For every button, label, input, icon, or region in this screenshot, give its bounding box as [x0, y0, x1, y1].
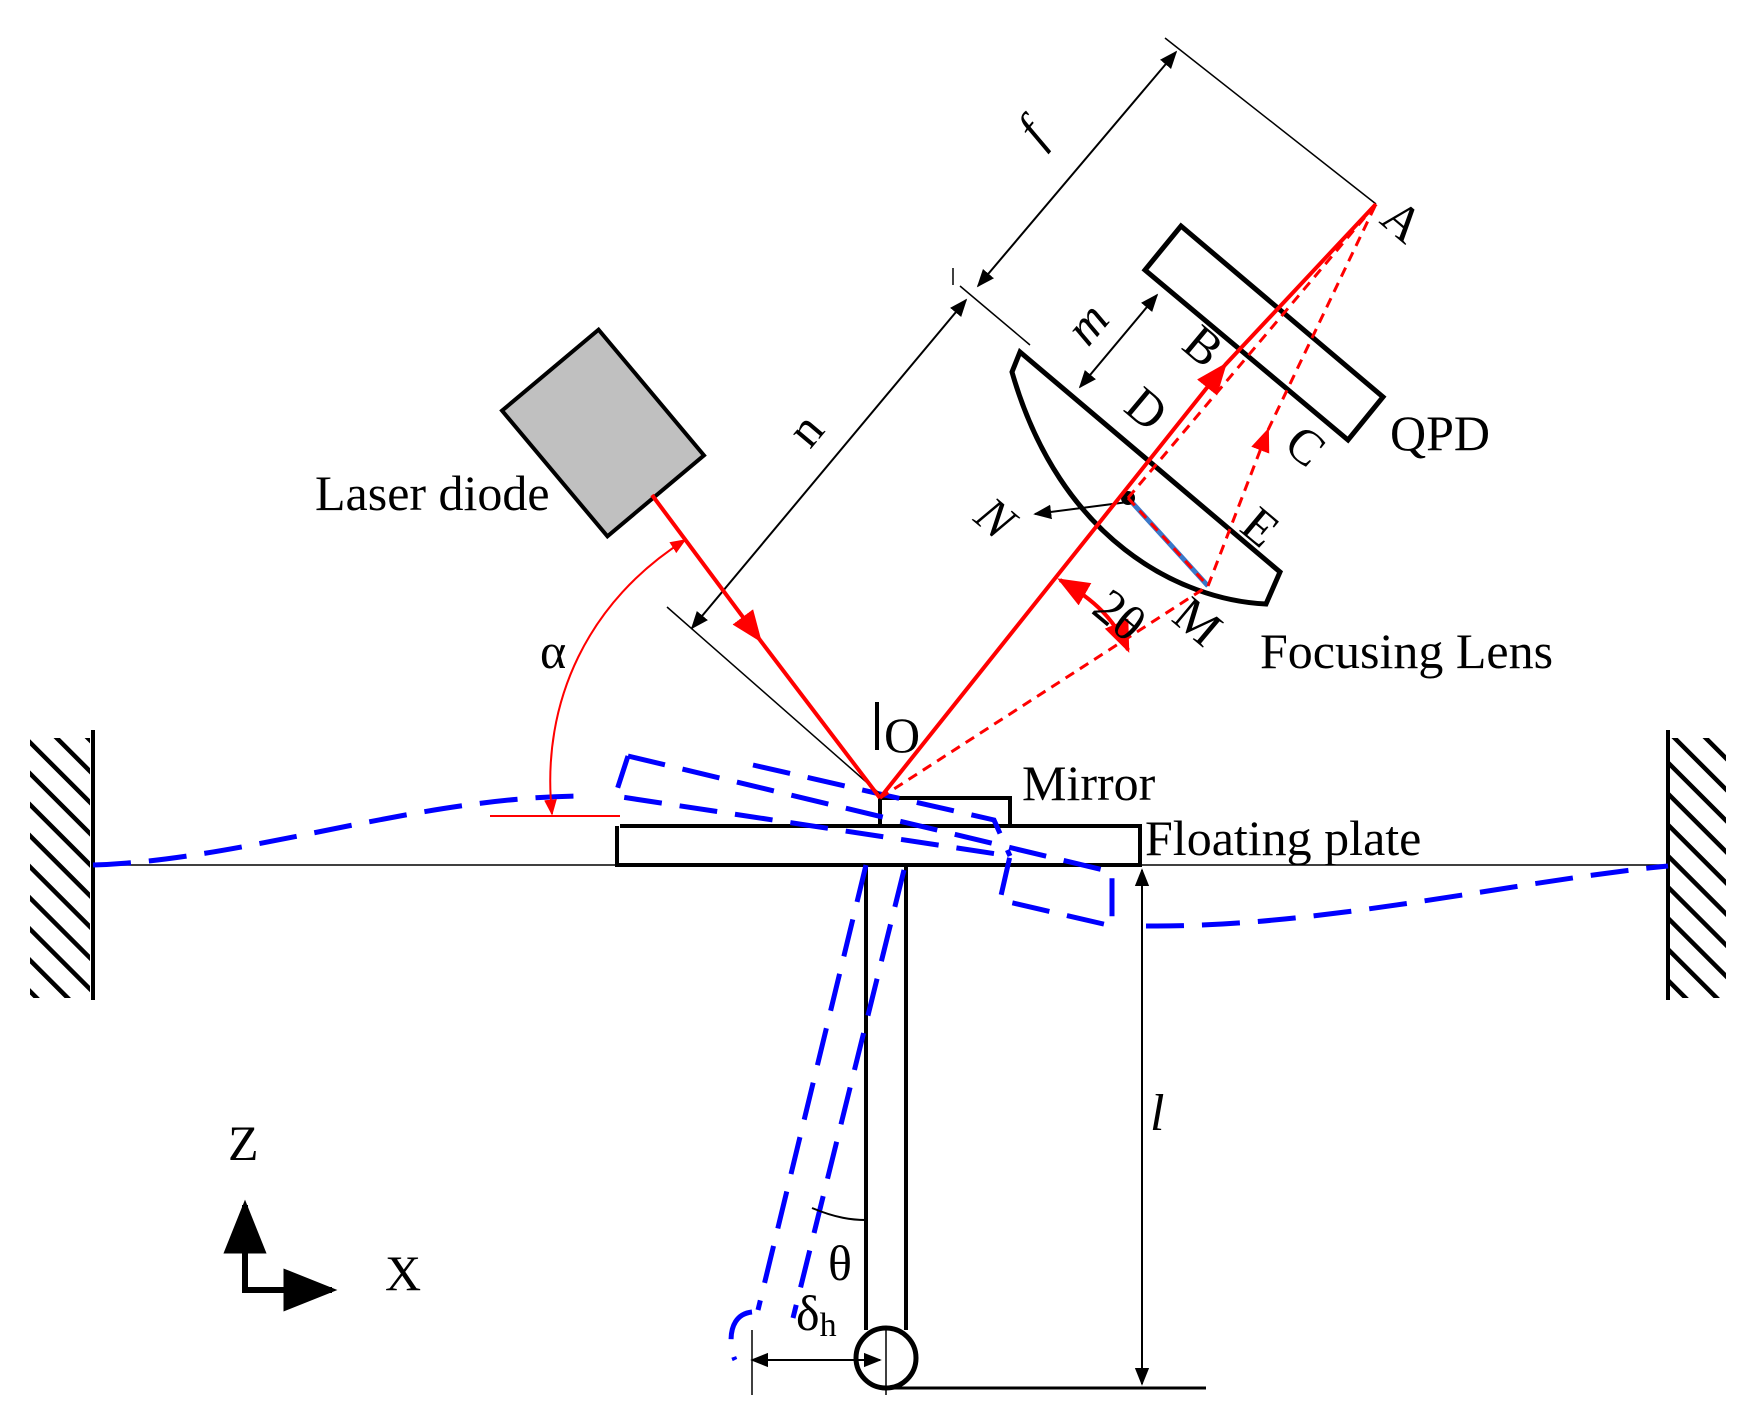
guide-lines [666, 37, 1377, 795]
qpd-label: QPD [1390, 405, 1490, 461]
two-theta-label: 2θ [1083, 578, 1156, 652]
qpd-detector [1141, 222, 1387, 444]
pendulum-rod [864, 865, 908, 1330]
deflected-structure [92, 753, 1669, 1362]
delta-symbol: δ [796, 1285, 820, 1341]
dim-f-arrow [976, 50, 1178, 288]
dim-f-label: f [1006, 104, 1062, 155]
dim-n-label: n [776, 402, 835, 457]
axis-x-label: X [385, 1245, 421, 1301]
floating-plate-label: Floating plate [1145, 810, 1421, 866]
axis-z-label: Z [228, 1115, 259, 1171]
laser-diode-label: Laser diode [315, 465, 550, 521]
theta-label: θ [828, 1235, 852, 1291]
deflected-beam [879, 203, 1378, 800]
dim-m-label: m [1054, 291, 1120, 355]
laser-diode [499, 326, 707, 540]
dim-l-label: l [1150, 1085, 1164, 1142]
floating-plate [615, 824, 1142, 867]
left-wall [30, 730, 95, 1000]
delta-h-label: δh [796, 1285, 837, 1344]
incident-beam [650, 493, 882, 800]
right-wall [1666, 730, 1726, 1000]
dim-m-arrow [1078, 293, 1159, 389]
alpha-arc [544, 539, 687, 816]
point-N-label: N [964, 485, 1028, 552]
point-O-label: O [884, 707, 920, 763]
theta-arc [811, 1207, 867, 1221]
two-theta-arc [1057, 578, 1130, 653]
point-A-label: A [1371, 188, 1435, 254]
focusing-lens-label: Focusing Lens [1260, 623, 1553, 679]
mirror [878, 796, 1012, 826]
dim-n-arrow [690, 298, 968, 630]
reflected-beam [878, 202, 1378, 800]
mirror-label: Mirror [1022, 755, 1156, 811]
delta-subscript: h [820, 1307, 837, 1344]
point-D-label: D [1115, 376, 1179, 442]
alpha-label: α [540, 623, 566, 679]
